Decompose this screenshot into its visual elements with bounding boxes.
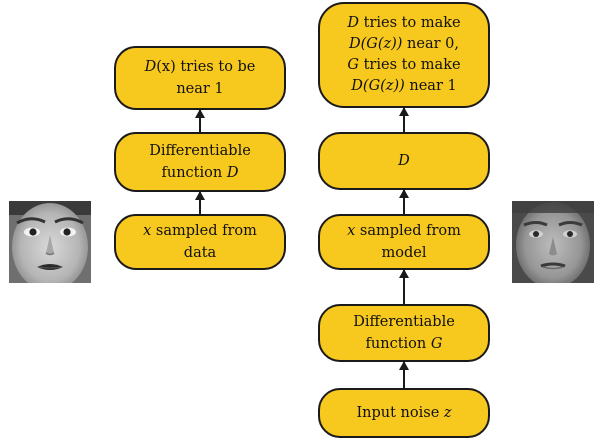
node-text-line: x sampled from [143,223,257,239]
arrow-up [399,189,409,214]
node-text-line: x sampled from [347,223,461,239]
node-text-line: function G [365,336,443,352]
generator-function-node: Differentiable function G [318,304,490,362]
data-sample-node: x sampled from data [114,214,286,270]
model-sample-node: x sampled from model [318,214,490,270]
input-noise-node: Input noise z [318,388,490,438]
discriminator-node: D [318,132,490,190]
node-text-line: D(G(z)) near 0, [348,36,460,52]
node-text-line: data [183,245,217,261]
arrow-up [399,361,409,388]
node-text-line: D [398,153,410,169]
node-text-line: Differentiable [149,143,251,159]
node-text-line: model [381,245,427,261]
node-text-line: D tries to make [347,15,461,31]
generated-face-image [512,201,594,283]
node-text-line: Input noise z [356,405,452,421]
real-face-image [9,201,91,283]
node-text-line: Differentiable [353,314,455,330]
game-objective-node: D tries to make D(G(z)) near 0, G tries … [318,2,490,108]
node-text-line: D(x) tries to be [144,59,256,75]
arrow-up [195,109,205,132]
arrow-up [399,269,409,304]
node-text-line: D(G(z)) near 1 [351,78,457,94]
arrow-up [399,107,409,132]
discriminator-output-node: D(x) tries to be near 1 [114,46,286,110]
arrow-up [195,191,205,214]
discriminator-function-node: Differentiable function D [114,132,286,192]
node-text-line: function D [161,165,239,181]
node-text-line: near 1 [176,81,224,97]
node-text-line: G tries to make [347,57,461,73]
